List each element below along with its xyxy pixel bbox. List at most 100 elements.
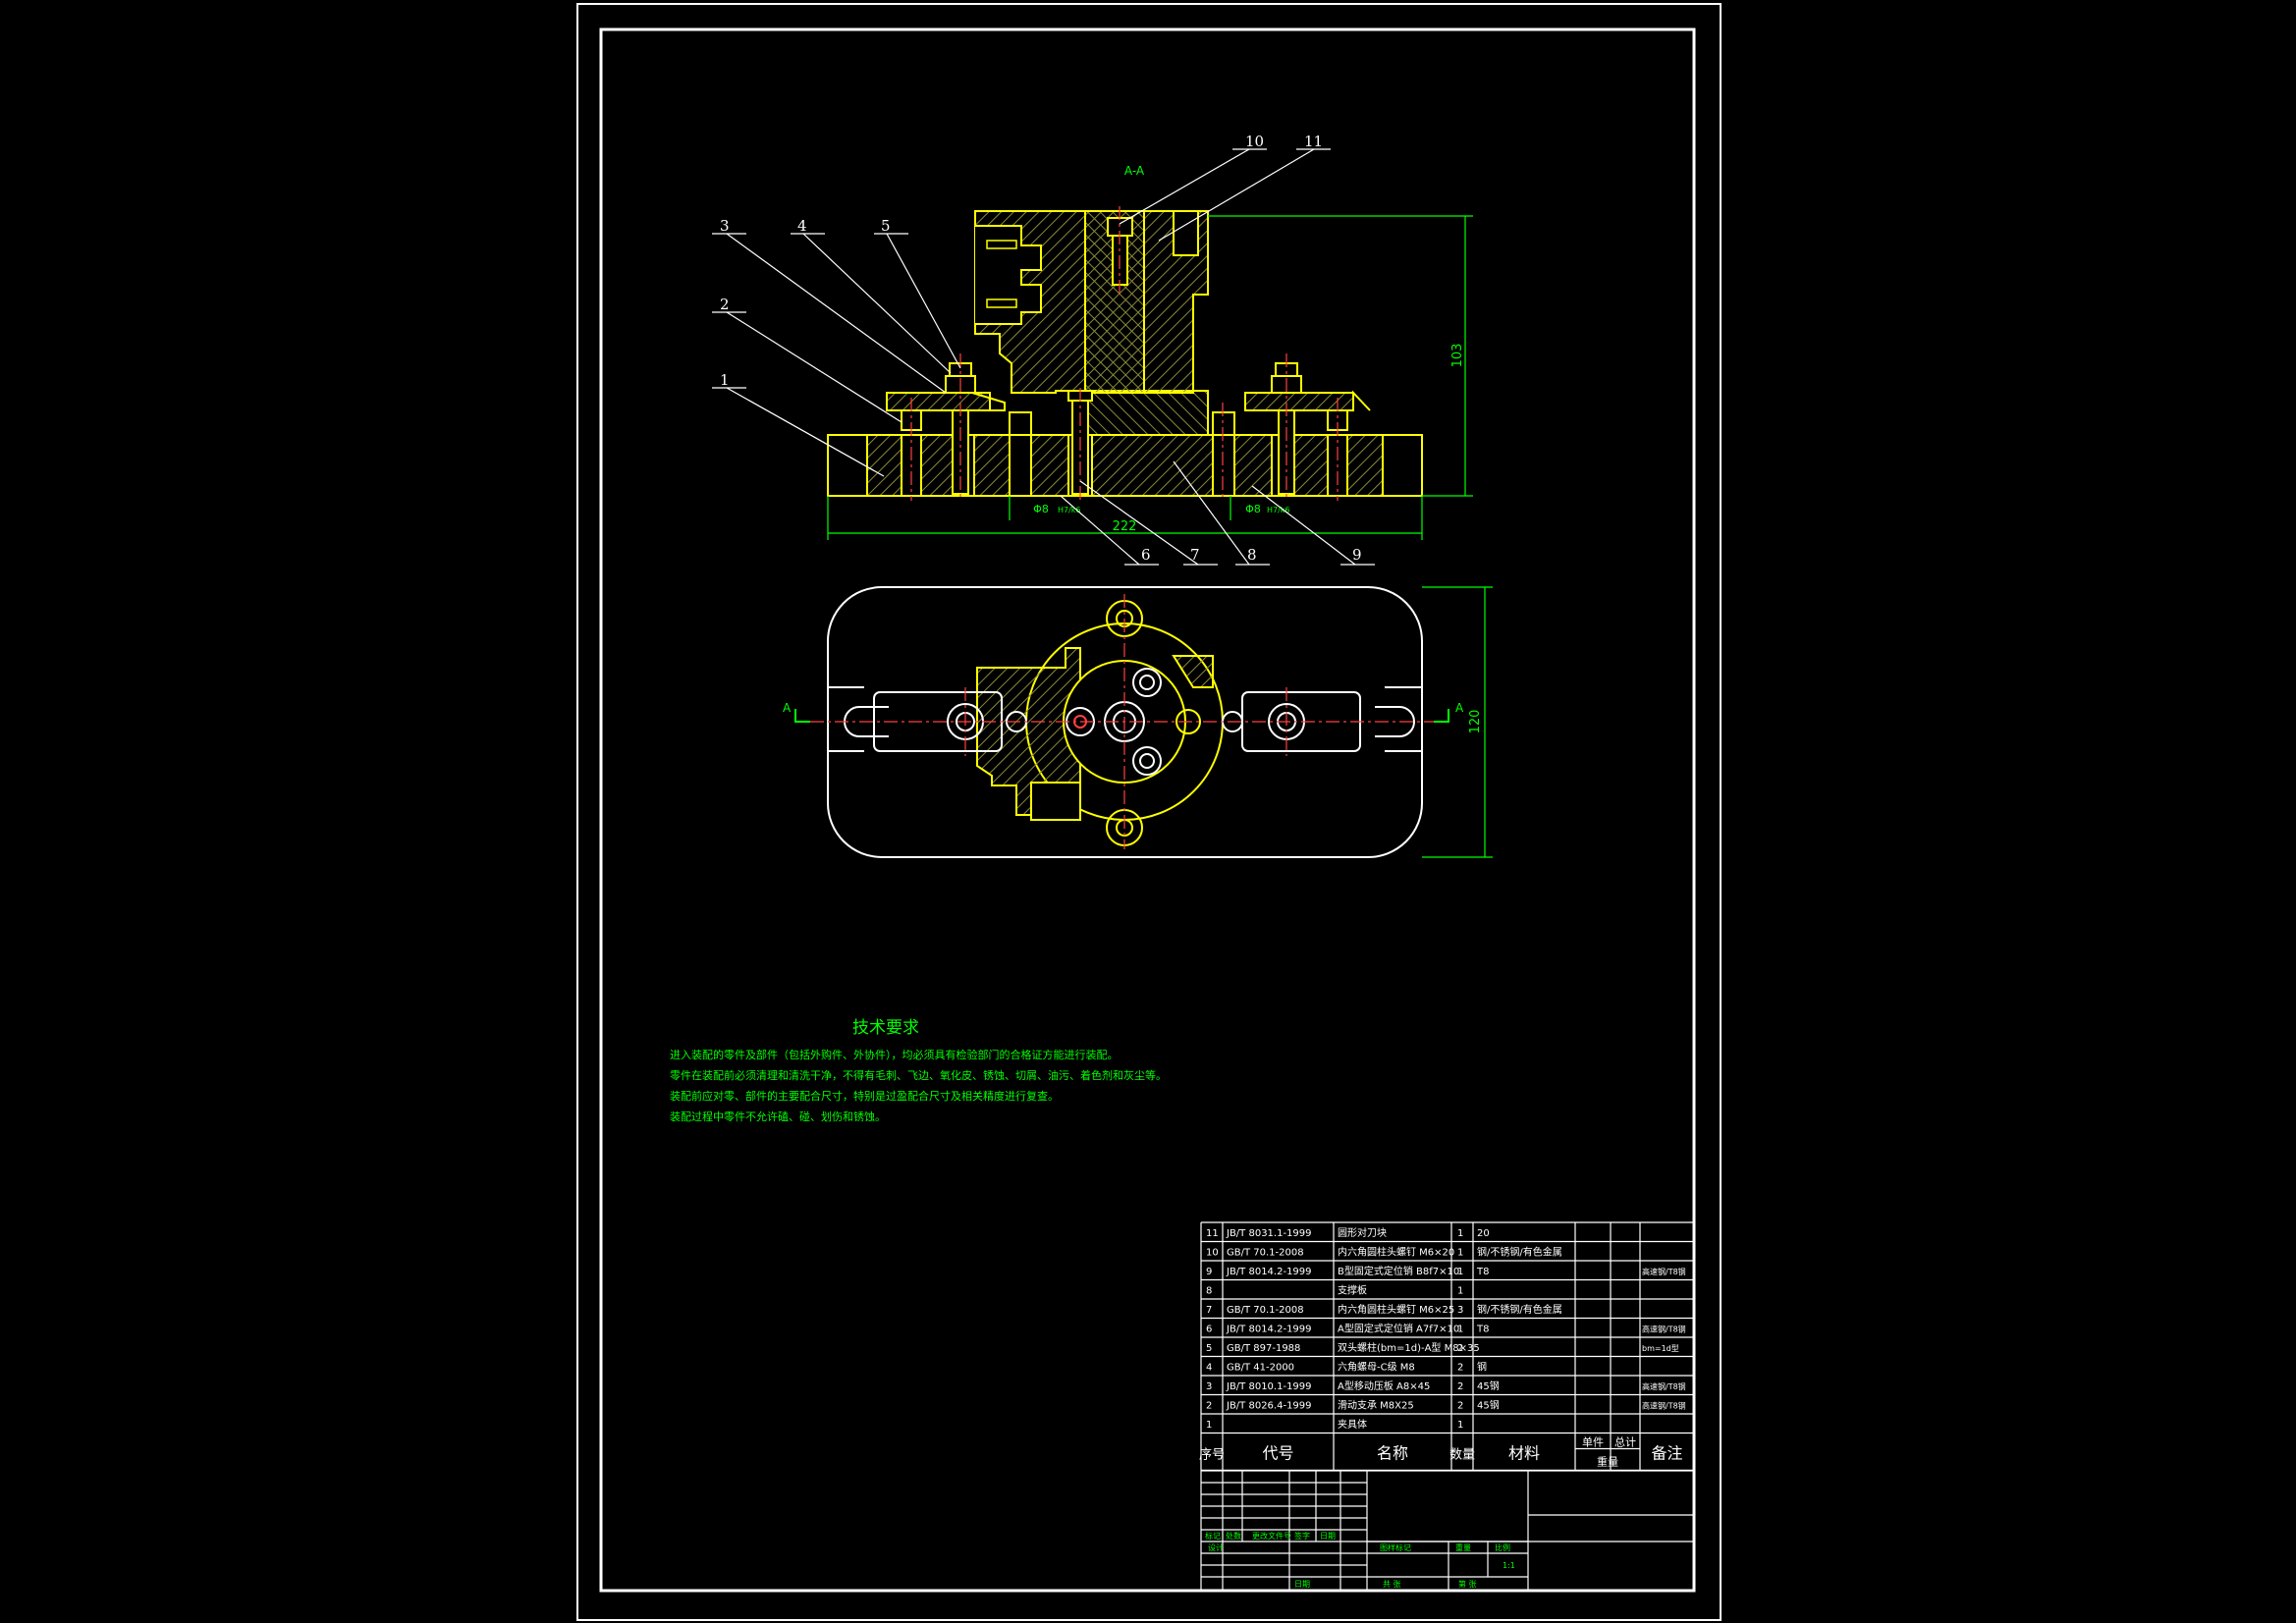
bom-row-qty: 1	[1457, 1248, 1463, 1259]
bom-row-qty: 1	[1457, 1286, 1463, 1297]
bom-row-note: 高速钢/T8钢	[1642, 1381, 1686, 1391]
bom-row-code: JB/T 8031.1-1999	[1226, 1228, 1312, 1239]
bom-row-material: T8	[1476, 1325, 1489, 1335]
section-centerlines	[910, 206, 1339, 501]
bom-head-name: 名称	[1377, 1444, 1408, 1463]
bom-row-material: 钢	[1477, 1361, 1487, 1374]
tb-stage-mark: 图样标记	[1380, 1542, 1411, 1552]
bom-row-note: bm=1d型	[1642, 1344, 1679, 1353]
tb-sheet-total: 共 张	[1383, 1580, 1401, 1589]
inner-border	[599, 27, 1696, 1593]
bom-row-qty: 1	[1457, 1228, 1463, 1239]
bom-row-no: 5	[1206, 1343, 1212, 1354]
dim-fit-right: Φ8	[1245, 503, 1261, 515]
section-view: A-A	[827, 164, 1473, 540]
bom-row-note: 高速钢/T8钢	[1642, 1401, 1686, 1411]
tech-line-2: 零件在装配前必须清理和清洗干净，不得有毛刺、飞边、氧化皮、锈蚀、切屑、油污、着色…	[670, 1068, 1167, 1082]
bom-row-name: 滑动支承 M8X25	[1338, 1400, 1414, 1412]
dim-fit-left-sub: H7/k6	[1058, 506, 1081, 514]
balloon-leaders	[712, 148, 1375, 566]
bom-head-note: 备注	[1651, 1444, 1682, 1463]
section-label: A-A	[1124, 164, 1145, 178]
bom-row-name: 夹具体	[1338, 1418, 1367, 1431]
bom-row-no: 9	[1206, 1267, 1212, 1277]
plan-centerlines	[810, 594, 1439, 849]
balloon-10: 10	[1245, 133, 1264, 150]
bom-head-qty: 数量	[1449, 1448, 1475, 1463]
bom-row-code: GB/T 70.1-2008	[1227, 1305, 1304, 1316]
bom-row-name: 内六角圆柱头螺钉 M6×20	[1338, 1246, 1454, 1259]
bom-row-qty: 2	[1457, 1343, 1463, 1354]
bom-head-total-weight: 总计	[1614, 1435, 1636, 1449]
bom-row-qty: 2	[1457, 1401, 1463, 1412]
balloon-3: 3	[720, 217, 730, 235]
tb-sheet-no: 第 张	[1458, 1579, 1477, 1589]
fixture-body	[827, 434, 1423, 497]
bom-row-name: A型移动压板 A8×45	[1338, 1380, 1430, 1392]
bom-row-name: 支撑板	[1338, 1284, 1367, 1297]
bom-row-qty: 2	[1457, 1381, 1463, 1392]
balloon-9: 9	[1352, 546, 1362, 564]
balloon-1: 1	[720, 371, 730, 389]
bom-row-material: 钢/不锈钢/有色金属	[1477, 1303, 1562, 1316]
tb-date2: 日期	[1294, 1580, 1310, 1589]
bom-row-qty: 2	[1457, 1363, 1463, 1374]
bom-row-material: 20	[1477, 1228, 1490, 1239]
bom-row-no: 3	[1206, 1381, 1212, 1392]
tb-ratio: 比例	[1495, 1542, 1510, 1552]
bom-row-no: 7	[1206, 1305, 1212, 1316]
bom-head-weight: 重量	[1597, 1455, 1618, 1469]
bom-row-code: GB/T 41-2000	[1227, 1363, 1294, 1374]
section-arrow-left: A	[783, 701, 792, 715]
balloon-5: 5	[881, 217, 891, 235]
bom-row-material: T8	[1476, 1267, 1489, 1277]
bom-row-name: 六角螺母-C级 M8	[1338, 1362, 1415, 1374]
tb-weight: 重量	[1455, 1542, 1471, 1552]
bom-row-note: 高速钢/T8钢	[1642, 1267, 1686, 1276]
bom-row-note: 高速钢/T8钢	[1642, 1325, 1686, 1334]
balloon-11: 11	[1304, 133, 1323, 150]
outer-border	[576, 3, 1722, 1621]
bom-head-unit-weight: 单件	[1582, 1436, 1604, 1449]
bom-row-qty: 3	[1457, 1305, 1463, 1316]
bom-row-material: 钢/不锈钢/有色金属	[1477, 1246, 1562, 1259]
bom-row-code: JB/T 8014.2-1999	[1226, 1325, 1312, 1335]
section-arrow-right: A	[1455, 701, 1464, 715]
balloon-7: 7	[1190, 546, 1200, 564]
bom-row-code: JB/T 8014.2-1999	[1226, 1267, 1312, 1277]
bom-row-name: 圆形对刀块	[1338, 1226, 1387, 1239]
bom-head-code: 代号	[1262, 1444, 1293, 1463]
technical-requirements: 技术要求 进入装配的零件及部件（包括外购件、外协件），均必须具有检验部门的合格证…	[670, 1018, 1167, 1123]
bom-row-material: 45钢	[1477, 1399, 1500, 1412]
tb-mark: 标记	[1205, 1531, 1221, 1541]
tb-sign: 签字	[1294, 1531, 1310, 1541]
balloon-labels: 1 2 3 4 5 6 7 8 9 10 11	[720, 133, 1362, 564]
balloon-4: 4	[797, 217, 807, 235]
tech-line-1: 进入装配的零件及部件（包括外购件、外协件），均必须具有检验部门的合格证方能进行装…	[670, 1048, 1119, 1061]
plan-view: A A 120	[783, 586, 1493, 858]
bom-row-no: 8	[1206, 1286, 1212, 1297]
dim-width: 222	[1113, 519, 1137, 534]
support-plate	[1084, 390, 1209, 436]
balloon-2: 2	[720, 296, 730, 313]
tb-design: 设计	[1208, 1542, 1224, 1552]
bom-row-code: JB/T 8026.4-1999	[1226, 1401, 1312, 1412]
tb-count: 处数	[1226, 1531, 1241, 1541]
dim-fit-right-sub: H7/k6	[1267, 506, 1290, 514]
bom-row-qty: 1	[1457, 1267, 1463, 1277]
bom-row-code: GB/T 897-1988	[1227, 1343, 1300, 1354]
section-dimensions	[827, 215, 1473, 540]
bom-row-no: 4	[1206, 1363, 1212, 1374]
bom-head-material: 材料	[1508, 1444, 1540, 1463]
bom-row-name: B型固定式定位销 B8f7×10	[1338, 1265, 1459, 1277]
bom-row-qty: 1	[1457, 1420, 1463, 1431]
tb-date: 日期	[1320, 1532, 1336, 1541]
balloon-6: 6	[1141, 546, 1151, 564]
section-arrows	[794, 709, 1449, 723]
bom-row-material: 45钢	[1477, 1380, 1500, 1392]
plan-dim-height: 120	[1468, 710, 1483, 734]
tech-title: 技术要求	[852, 1018, 919, 1038]
bom-row-no: 6	[1206, 1325, 1212, 1335]
